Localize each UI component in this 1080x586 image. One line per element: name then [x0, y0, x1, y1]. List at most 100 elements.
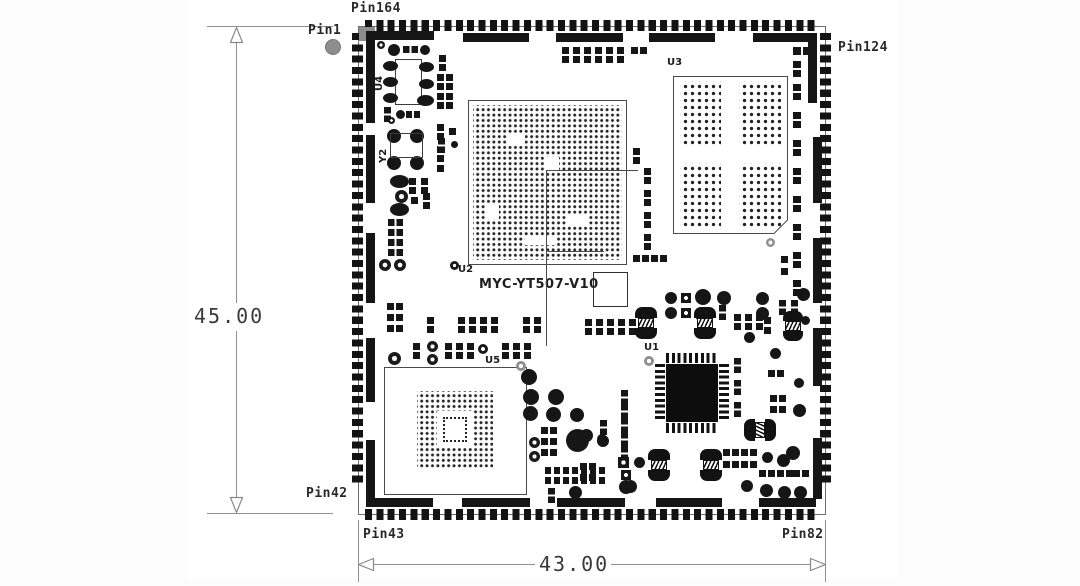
test-point	[420, 45, 430, 55]
passive-pads	[585, 319, 592, 335]
passive-pads	[445, 343, 452, 359]
pad	[383, 93, 398, 103]
test-point	[388, 44, 400, 56]
passive-pads	[633, 148, 640, 164]
u2-bga-outline	[468, 100, 627, 265]
test-point	[570, 408, 584, 422]
passive-pads	[524, 343, 531, 359]
passive-pads	[541, 449, 557, 456]
component-outline	[390, 133, 423, 158]
passive-pads	[791, 300, 798, 315]
u3-marker-via	[766, 238, 775, 247]
u1-qfp	[655, 353, 729, 433]
copper-bar	[813, 137, 822, 203]
passive-pads	[793, 140, 801, 156]
u3-ball-grid-q4	[739, 163, 781, 229]
passive-pads	[469, 317, 476, 333]
test-point	[756, 307, 769, 320]
passive-pads	[741, 449, 757, 456]
inductor	[635, 307, 657, 339]
test-point	[387, 156, 401, 170]
inductor	[700, 449, 722, 481]
test-point	[760, 484, 773, 497]
passive-pads	[793, 252, 801, 268]
pad	[781, 268, 788, 275]
passive-pads	[541, 427, 557, 434]
dim-arrow-right-icon	[809, 557, 826, 572]
passive-pads	[734, 402, 741, 417]
passive-pads	[387, 325, 403, 332]
pad	[390, 175, 409, 188]
via	[388, 352, 401, 365]
pad	[437, 165, 444, 172]
via	[516, 361, 526, 371]
test-point	[548, 389, 564, 405]
passive-pads	[621, 446, 628, 461]
dim-line-horizontal-left	[373, 564, 535, 565]
dim-line-horizontal-right	[606, 564, 812, 565]
test-point	[634, 457, 645, 468]
test-point	[797, 288, 810, 301]
passive-pads	[793, 196, 801, 212]
passive-pads	[734, 358, 741, 373]
copper-bar	[649, 33, 715, 42]
passive-pads	[723, 461, 739, 468]
copper-bar	[656, 498, 722, 507]
test-point	[410, 156, 424, 170]
passive-pads	[617, 47, 624, 63]
passive-pads	[770, 395, 786, 402]
passive-pads	[651, 255, 667, 262]
pin-label-1: Pin1	[308, 23, 342, 38]
passive-pads	[621, 432, 628, 447]
passive-pads	[793, 470, 809, 477]
dim-ext-line-right	[825, 520, 826, 582]
callout-line-vertical	[546, 170, 547, 346]
passive-pads	[719, 305, 726, 320]
u1-pin1-marker	[644, 356, 654, 366]
dim-ext-line-bottom	[207, 513, 333, 514]
passive-pads	[621, 418, 628, 433]
test-point	[756, 292, 769, 305]
test-point	[794, 378, 804, 388]
ref-u5: U5	[485, 355, 501, 366]
inductor	[744, 419, 776, 441]
pad	[793, 47, 801, 55]
test-point	[569, 486, 582, 499]
test-point	[410, 129, 424, 143]
pad-via	[621, 470, 631, 480]
test-point	[546, 407, 561, 422]
castellated-pads-bottom	[365, 509, 819, 520]
passive-pads	[793, 112, 801, 128]
pad	[383, 77, 398, 87]
pin-label-82: Pin82	[782, 527, 824, 542]
dim-arrow-down-icon	[229, 496, 244, 513]
castellated-pads-right	[820, 33, 831, 487]
test-point	[770, 348, 781, 359]
passive-pads	[446, 93, 453, 109]
callout-line-horizontal	[546, 170, 638, 171]
passive-pads	[513, 343, 520, 359]
copper-bar	[813, 438, 822, 499]
passive-pads	[423, 193, 430, 209]
test-point	[580, 429, 593, 442]
passive-pads	[600, 420, 607, 435]
pin-label-164: Pin164	[351, 1, 401, 16]
component-courtyard	[593, 272, 628, 307]
pad-via	[681, 308, 691, 318]
u3-corner-chamfer	[774, 220, 788, 234]
test-point	[794, 486, 807, 499]
pad	[764, 317, 771, 324]
passive-pads	[644, 234, 651, 250]
test-point	[744, 332, 755, 343]
passive-pads	[502, 343, 509, 359]
passive-pads	[387, 303, 403, 310]
via	[529, 451, 540, 462]
copper-bar	[366, 440, 375, 499]
pin1-marker	[325, 39, 341, 55]
ref-u2: U2	[458, 264, 474, 275]
via	[427, 354, 438, 365]
test-point	[597, 434, 607, 444]
pad	[417, 95, 434, 106]
u2-pin1-marker	[450, 261, 459, 270]
